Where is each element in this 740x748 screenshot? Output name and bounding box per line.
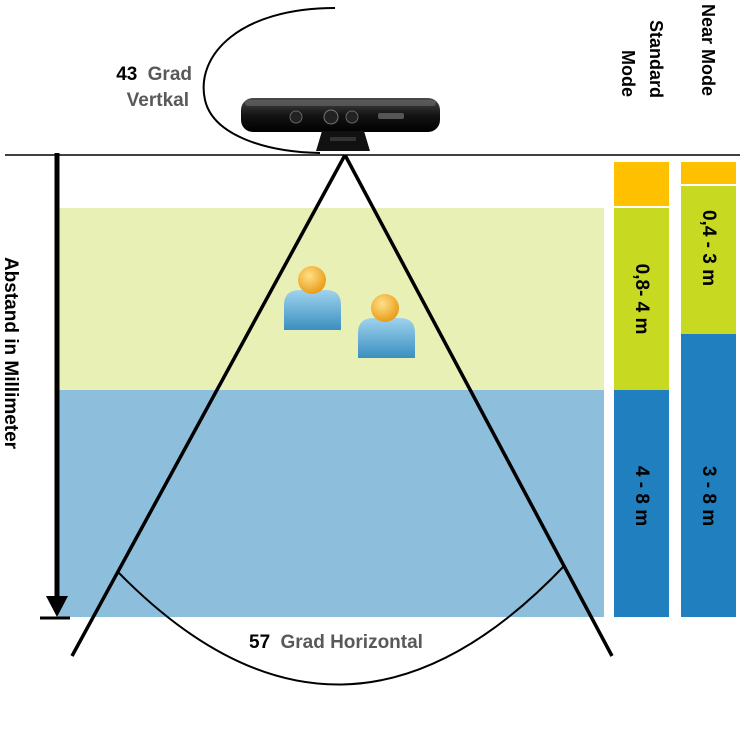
distance-arrow-head — [46, 596, 68, 617]
standard-far-range-bar — [614, 390, 669, 617]
vertical-angle-label-line1: 43 Grad — [116, 64, 192, 85]
vertical-angle-number: 43 — [116, 64, 137, 85]
standard-mode-header-line1: Standard — [646, 20, 666, 98]
vertical-angle-label-line2: Vertkal — [127, 90, 189, 111]
horizontal-angle-number: 57 — [249, 632, 270, 653]
near-mode-too-close-bar — [681, 162, 736, 184]
standard-near-range-bar — [614, 208, 669, 390]
near-mode-far-range-label: 3 - 8 m — [698, 466, 719, 526]
horizontal-angle-label: 57 Grad Horizontal — [249, 632, 423, 653]
person-1 — [284, 266, 341, 330]
horizontal-angle-unit: Grad Horizontal — [280, 632, 423, 653]
near-mode-header: Near Mode — [698, 4, 718, 96]
fov-left-line — [70, 154, 347, 657]
standard-mode-header-line2: Mode — [618, 50, 638, 97]
horizontal-angle-arc — [118, 564, 566, 686]
person-2 — [358, 294, 415, 358]
vertical-angle-arc — [202, 7, 336, 154]
standard-too-close-bar — [614, 162, 669, 206]
fov-right-line — [343, 154, 614, 657]
near-mode-far-range-bar — [681, 334, 736, 617]
far-zone — [58, 390, 604, 617]
distance-axis-label: Abstand in Millimeter — [0, 257, 21, 450]
kinect-sensor — [241, 98, 440, 151]
near-mode-near-range-label: 0,4 - 3 m — [698, 210, 719, 286]
vertical-angle-unit: Grad — [148, 64, 192, 85]
standard-far-range-label: 4 - 8 m — [631, 466, 652, 526]
near-mode-near-range-bar — [681, 186, 736, 334]
standard-near-range-label: 0,8- 4 m — [631, 264, 652, 335]
